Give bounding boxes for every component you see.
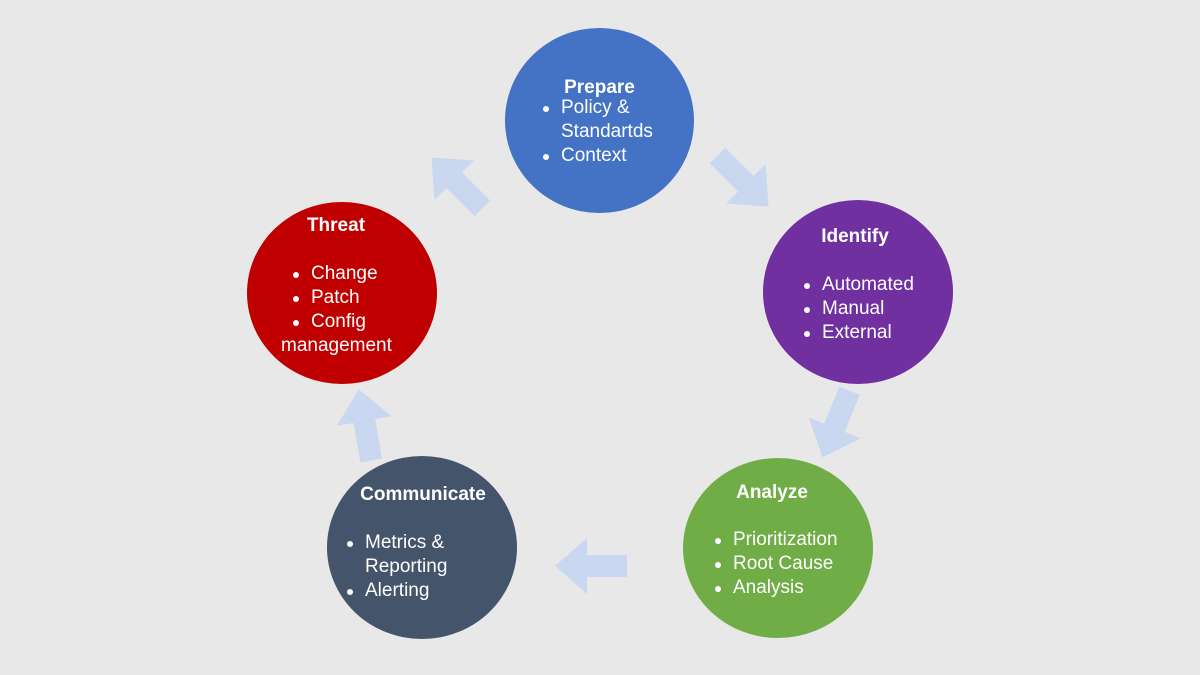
list-item: Root Cause (713, 552, 838, 576)
node-item-list: Policy & Standartds Context (541, 96, 653, 168)
list-item: Reporting (365, 556, 448, 577)
list-item: Standartds (561, 121, 653, 142)
node-title: Identify (821, 226, 889, 247)
list-item: Manual (802, 297, 914, 321)
list-item: Automated (802, 273, 914, 297)
node-analyze: Analyze Prioritization Root Cause Analys… (683, 458, 873, 638)
node-prepare: Prepare Policy & Standartds Context (505, 28, 694, 213)
node-title: Prepare (564, 77, 635, 98)
node-title: Communicate (360, 484, 486, 505)
list-item: External (802, 321, 914, 345)
node-item-list: Prioritization Root Cause Analysis (713, 528, 838, 600)
list-item: Prioritization (713, 528, 838, 552)
list-item: management (281, 335, 392, 356)
node-item-list: Change Patch Config management (281, 262, 392, 358)
arrow-communicate-to-threat (331, 384, 399, 466)
list-item: Policy & (541, 96, 653, 120)
list-item: Patch (291, 286, 392, 310)
list-item: Context (541, 144, 653, 168)
node-item-list: Automated Manual External (802, 273, 914, 345)
node-title: Analyze (736, 482, 808, 503)
arrow-analyze-to-communicate (555, 538, 627, 594)
node-threat: Threat Change Patch Config management (247, 202, 437, 384)
node-item-list: Metrics & Reporting Alerting (345, 531, 447, 603)
list-item: Metrics & (345, 531, 447, 555)
node-communicate: Communicate Metrics & Reporting Alerting (327, 456, 517, 639)
arrow-prepare-to-identify (697, 135, 789, 227)
list-item: Alerting (345, 579, 447, 603)
node-identify: Identify Automated Manual External (763, 200, 953, 384)
list-item: Config (291, 310, 392, 334)
node-title: Threat (306, 215, 366, 236)
list-item: Change (291, 262, 392, 286)
arrow-identify-to-analyze (796, 380, 876, 468)
list-item: Analysis (713, 576, 838, 600)
